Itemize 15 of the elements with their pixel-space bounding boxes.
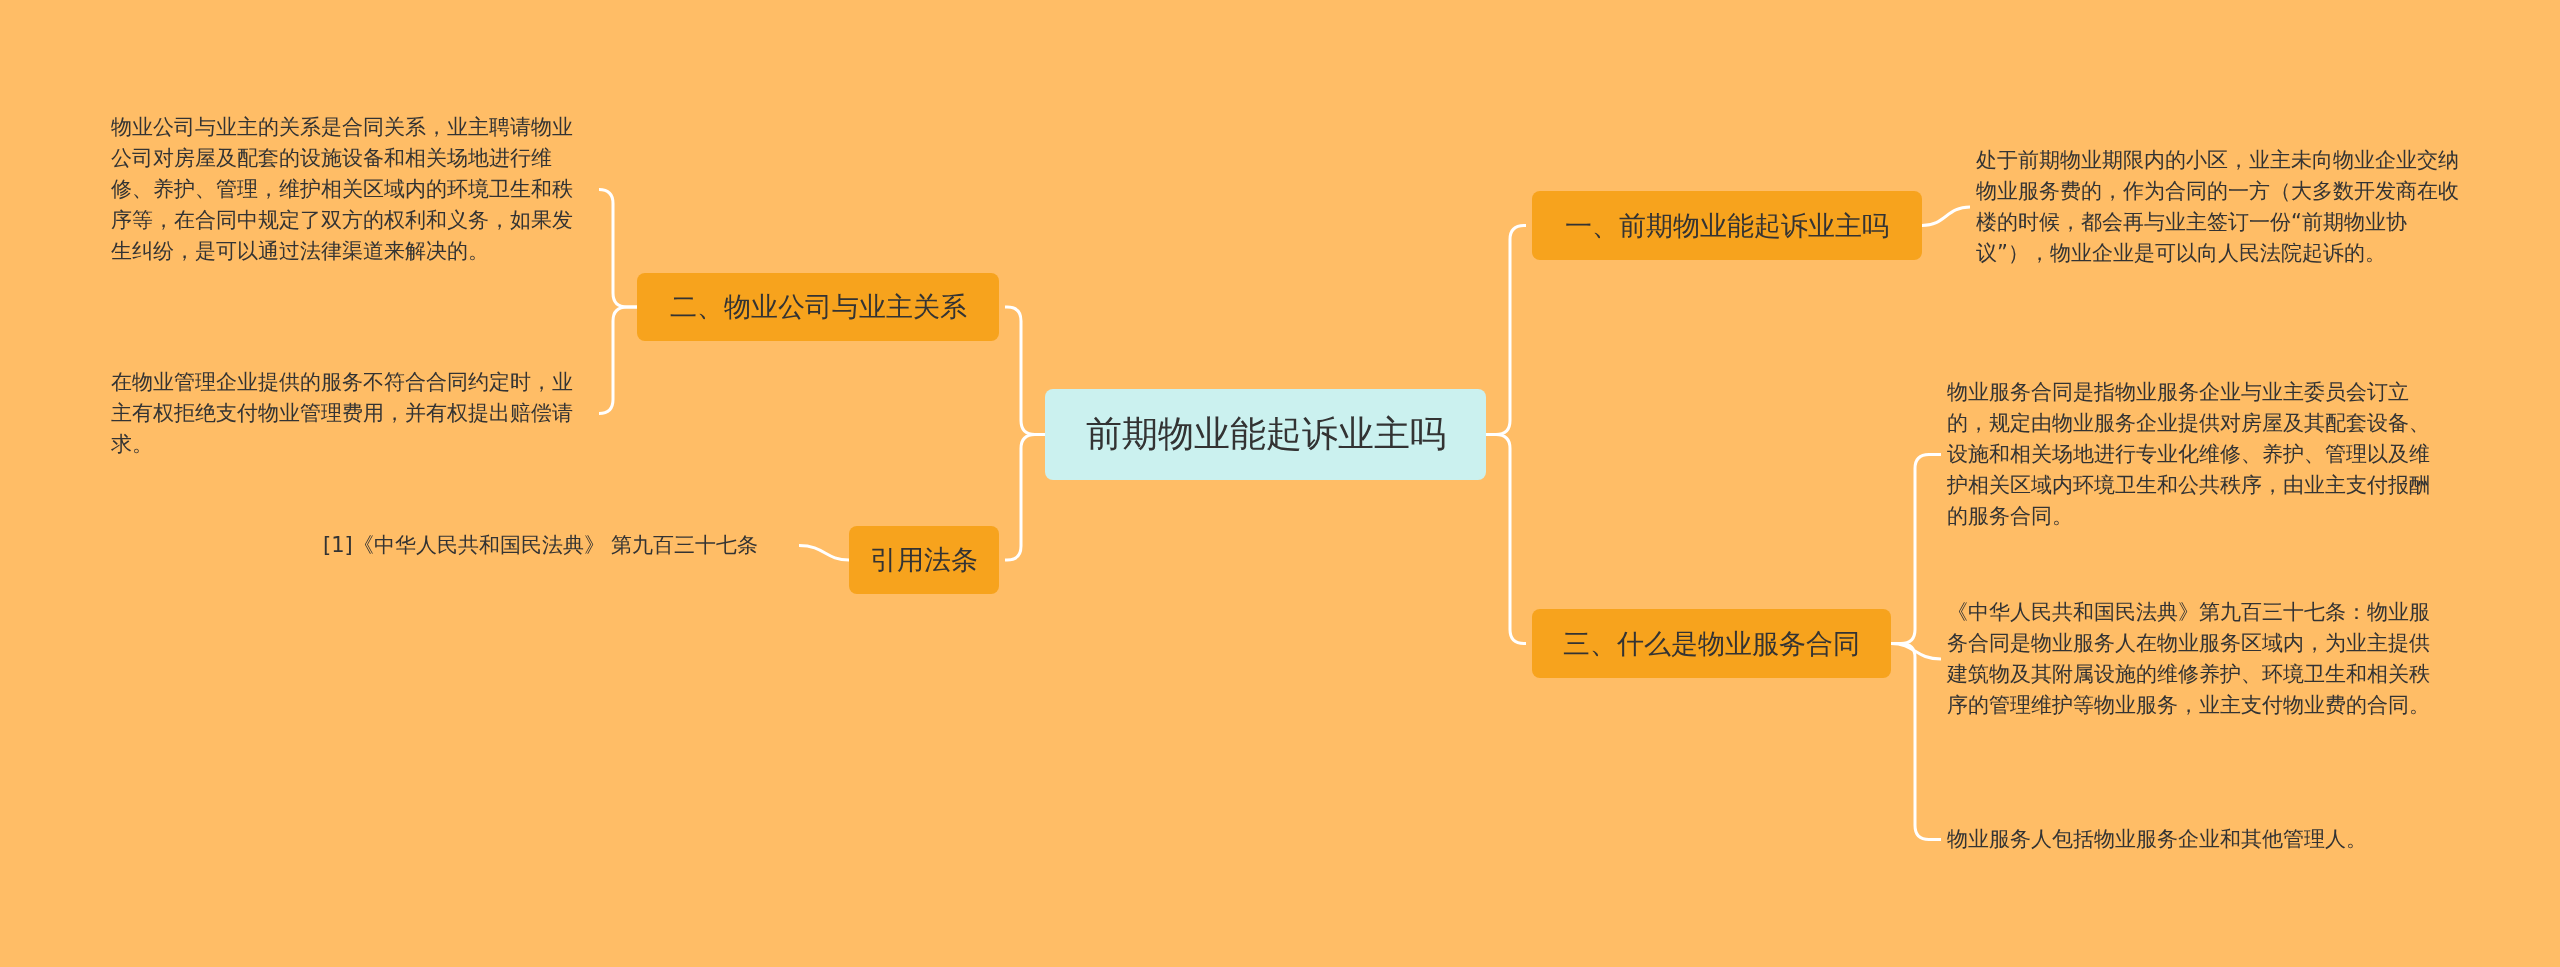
topic-box: 二、物业公司与业主关系 [637,273,999,341]
note-text: 处于前期物业期限内的小区，业主未向物业企业交纳物业服务费的，作为合同的一方（大多数开发商在收楼的时候，都会再与业主签订一份“前期物业协议”），物业企业是可以向人民法院起诉的。 [1976,145,2468,269]
note-text: 在物业管理企业提供的服务不符合合同约定时，业主有权拒绝支付物业管理费用，并有权提出赔偿请求。 [111,367,593,460]
note-text: 物业公司与业主的关系是合同关系，业主聘请物业公司对房屋及配套的设施设备和相关场地进行维修、养护、管理，维护相关区域内的环境卫生和秩序等，在合同中规定了双方的权利和义务，如果发生纠纷，是可以通过法律渠道来解决的。 [111,112,593,267]
connector-line [798,544,850,562]
note-text: 《中华人民共和国民法典》第九百三十七条：物业服务合同是物业服务人在物业服务区域内，为业主提供建筑物及其附属设施的维修养护、环境卫生和相关秩序的管理维护等物业服务，业主支付物业费的合同。 [1947,597,2431,721]
note-text: 物业服务合同是指物业服务企业与业主委员会订立的，规定由物业服务企业提供对房屋及其配套设备、设施和相关场地进行专业化维修、养护、管理以及维护相关区域内环境卫生和公共秩序，由业主支付报酬的服务合同。 [1947,377,2431,532]
connector-line [1921,205,1971,227]
topic-box: 三、什么是物业服务合同 [1532,609,1891,678]
connector-line [597,305,637,415]
note-text: 物业服务人包括物业服务企业和其他管理人。 [1947,824,2431,855]
topic-box: 一、前期物业能起诉业主吗 [1532,191,1922,260]
note-text: [1]《中华人民共和国民法典》 第九百三十七条 [323,530,793,561]
central-topic-box: 前期物业能起诉业主吗 [1045,389,1486,480]
topic-box: 引用法条 [849,526,999,594]
